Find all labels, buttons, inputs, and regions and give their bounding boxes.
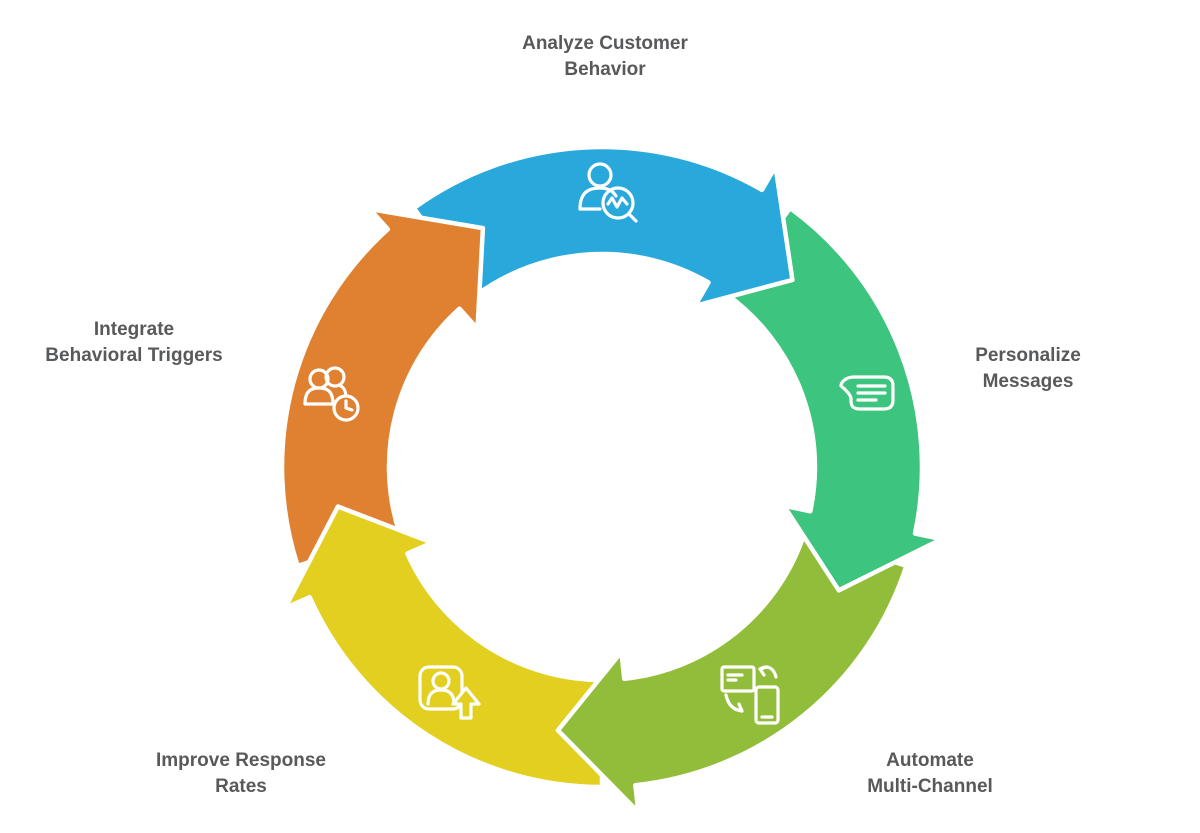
label-line: Personalize: [975, 345, 1081, 366]
label-line: Automate: [886, 750, 974, 771]
label-integrate-behavioral-triggers: Integrate Behavioral Triggers: [45, 317, 222, 369]
label-line: Rates: [215, 776, 267, 797]
cycle-icons: [303, 162, 895, 725]
label-personalize-messages: Personalize Messages: [975, 343, 1081, 395]
label-line: Multi-Channel: [867, 776, 993, 797]
label-line: Messages: [982, 371, 1074, 392]
device-sync-icon: [720, 665, 780, 725]
cycle-segment-personalize-messages: [724, 205, 944, 593]
profile-upgrade-icon: [418, 665, 481, 720]
label-automate-multi-channel: Automate Multi-Channel: [867, 748, 993, 800]
label-line: Behavioral Triggers: [45, 345, 223, 366]
group-people-clock-icon: [303, 366, 360, 422]
cycle-arrows: [279, 144, 944, 815]
label-line: Analyze Customer: [522, 33, 688, 54]
cycle-segment-analyze-customer-behavior: [411, 144, 795, 309]
cycle-segment-automate-multi-channel: [555, 530, 909, 815]
label-improve-response-rates: Improve Response Rates: [156, 748, 326, 800]
label-line: Improve Response: [156, 750, 326, 771]
cycle-segment-improve-response-rates: [282, 504, 605, 790]
label-line: Behavior: [564, 59, 646, 80]
chat-message-icon: [839, 375, 895, 411]
customer-analytics-icon: [578, 162, 638, 223]
label-analyze-customer-behavior: Analyze Customer Behavior: [522, 31, 688, 83]
label-line: Integrate: [93, 319, 175, 340]
